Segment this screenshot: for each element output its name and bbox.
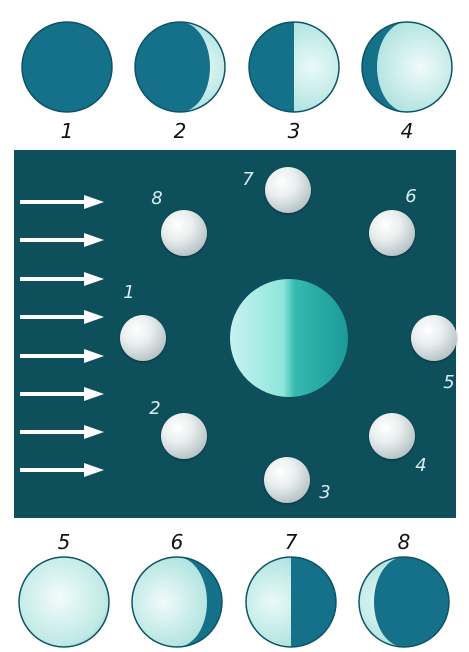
phase-number-4: 4 bbox=[387, 121, 427, 141]
phase-number-8: 8 bbox=[384, 532, 424, 552]
sunlight-arrow-icon bbox=[20, 310, 104, 324]
orbit-moon-3 bbox=[264, 457, 310, 503]
orbit-moon-4 bbox=[369, 413, 415, 459]
sunlight-arrow-icon bbox=[20, 233, 104, 247]
phase-number-2: 2 bbox=[160, 121, 200, 141]
phase-number-5: 5 bbox=[44, 532, 84, 552]
orbit-moon-1 bbox=[120, 315, 166, 361]
orbit-diagram: 1 2 3 4 5 6 7 8 bbox=[14, 150, 456, 518]
orbit-label-1: 1 bbox=[116, 284, 142, 302]
phase-number-1: 1 bbox=[47, 121, 87, 141]
orbit-moon-6 bbox=[369, 210, 415, 256]
phase-number-3: 3 bbox=[274, 121, 314, 141]
sunlight-arrow-icon bbox=[20, 463, 104, 477]
moon-phase-1 bbox=[21, 21, 113, 113]
phase-number-6: 6 bbox=[157, 532, 197, 552]
earth bbox=[230, 279, 348, 397]
sunlight-arrow-icon bbox=[20, 349, 104, 363]
orbit-moon-5 bbox=[411, 315, 457, 361]
sunlight-arrow-icon bbox=[20, 195, 104, 209]
orbit-moon-8 bbox=[161, 210, 207, 256]
moon-phase-8 bbox=[358, 556, 450, 648]
orbit-label-2: 2 bbox=[142, 400, 168, 418]
phase-number-7: 7 bbox=[271, 532, 311, 552]
orbit-label-4: 4 bbox=[408, 457, 434, 475]
sunlight-arrow-icon bbox=[20, 387, 104, 401]
orbit-label-8: 8 bbox=[144, 190, 170, 208]
moon-phase-7 bbox=[245, 556, 337, 648]
sunlight-arrow-icon bbox=[20, 272, 104, 286]
orbit-moon-2 bbox=[161, 413, 207, 459]
moon-phase-6 bbox=[131, 556, 223, 648]
orbit-label-5: 5 bbox=[436, 374, 462, 392]
sunlight-arrow-icon bbox=[20, 425, 104, 439]
orbit-moon-7 bbox=[265, 167, 311, 213]
orbit-label-6: 6 bbox=[398, 188, 424, 206]
orbit-label-3: 3 bbox=[312, 484, 338, 502]
moon-phase-2 bbox=[134, 21, 226, 113]
moon-phase-3 bbox=[248, 21, 340, 113]
orbit-label-7: 7 bbox=[235, 171, 261, 189]
moon-phase-5 bbox=[18, 556, 110, 648]
moon-phase-4 bbox=[361, 21, 453, 113]
